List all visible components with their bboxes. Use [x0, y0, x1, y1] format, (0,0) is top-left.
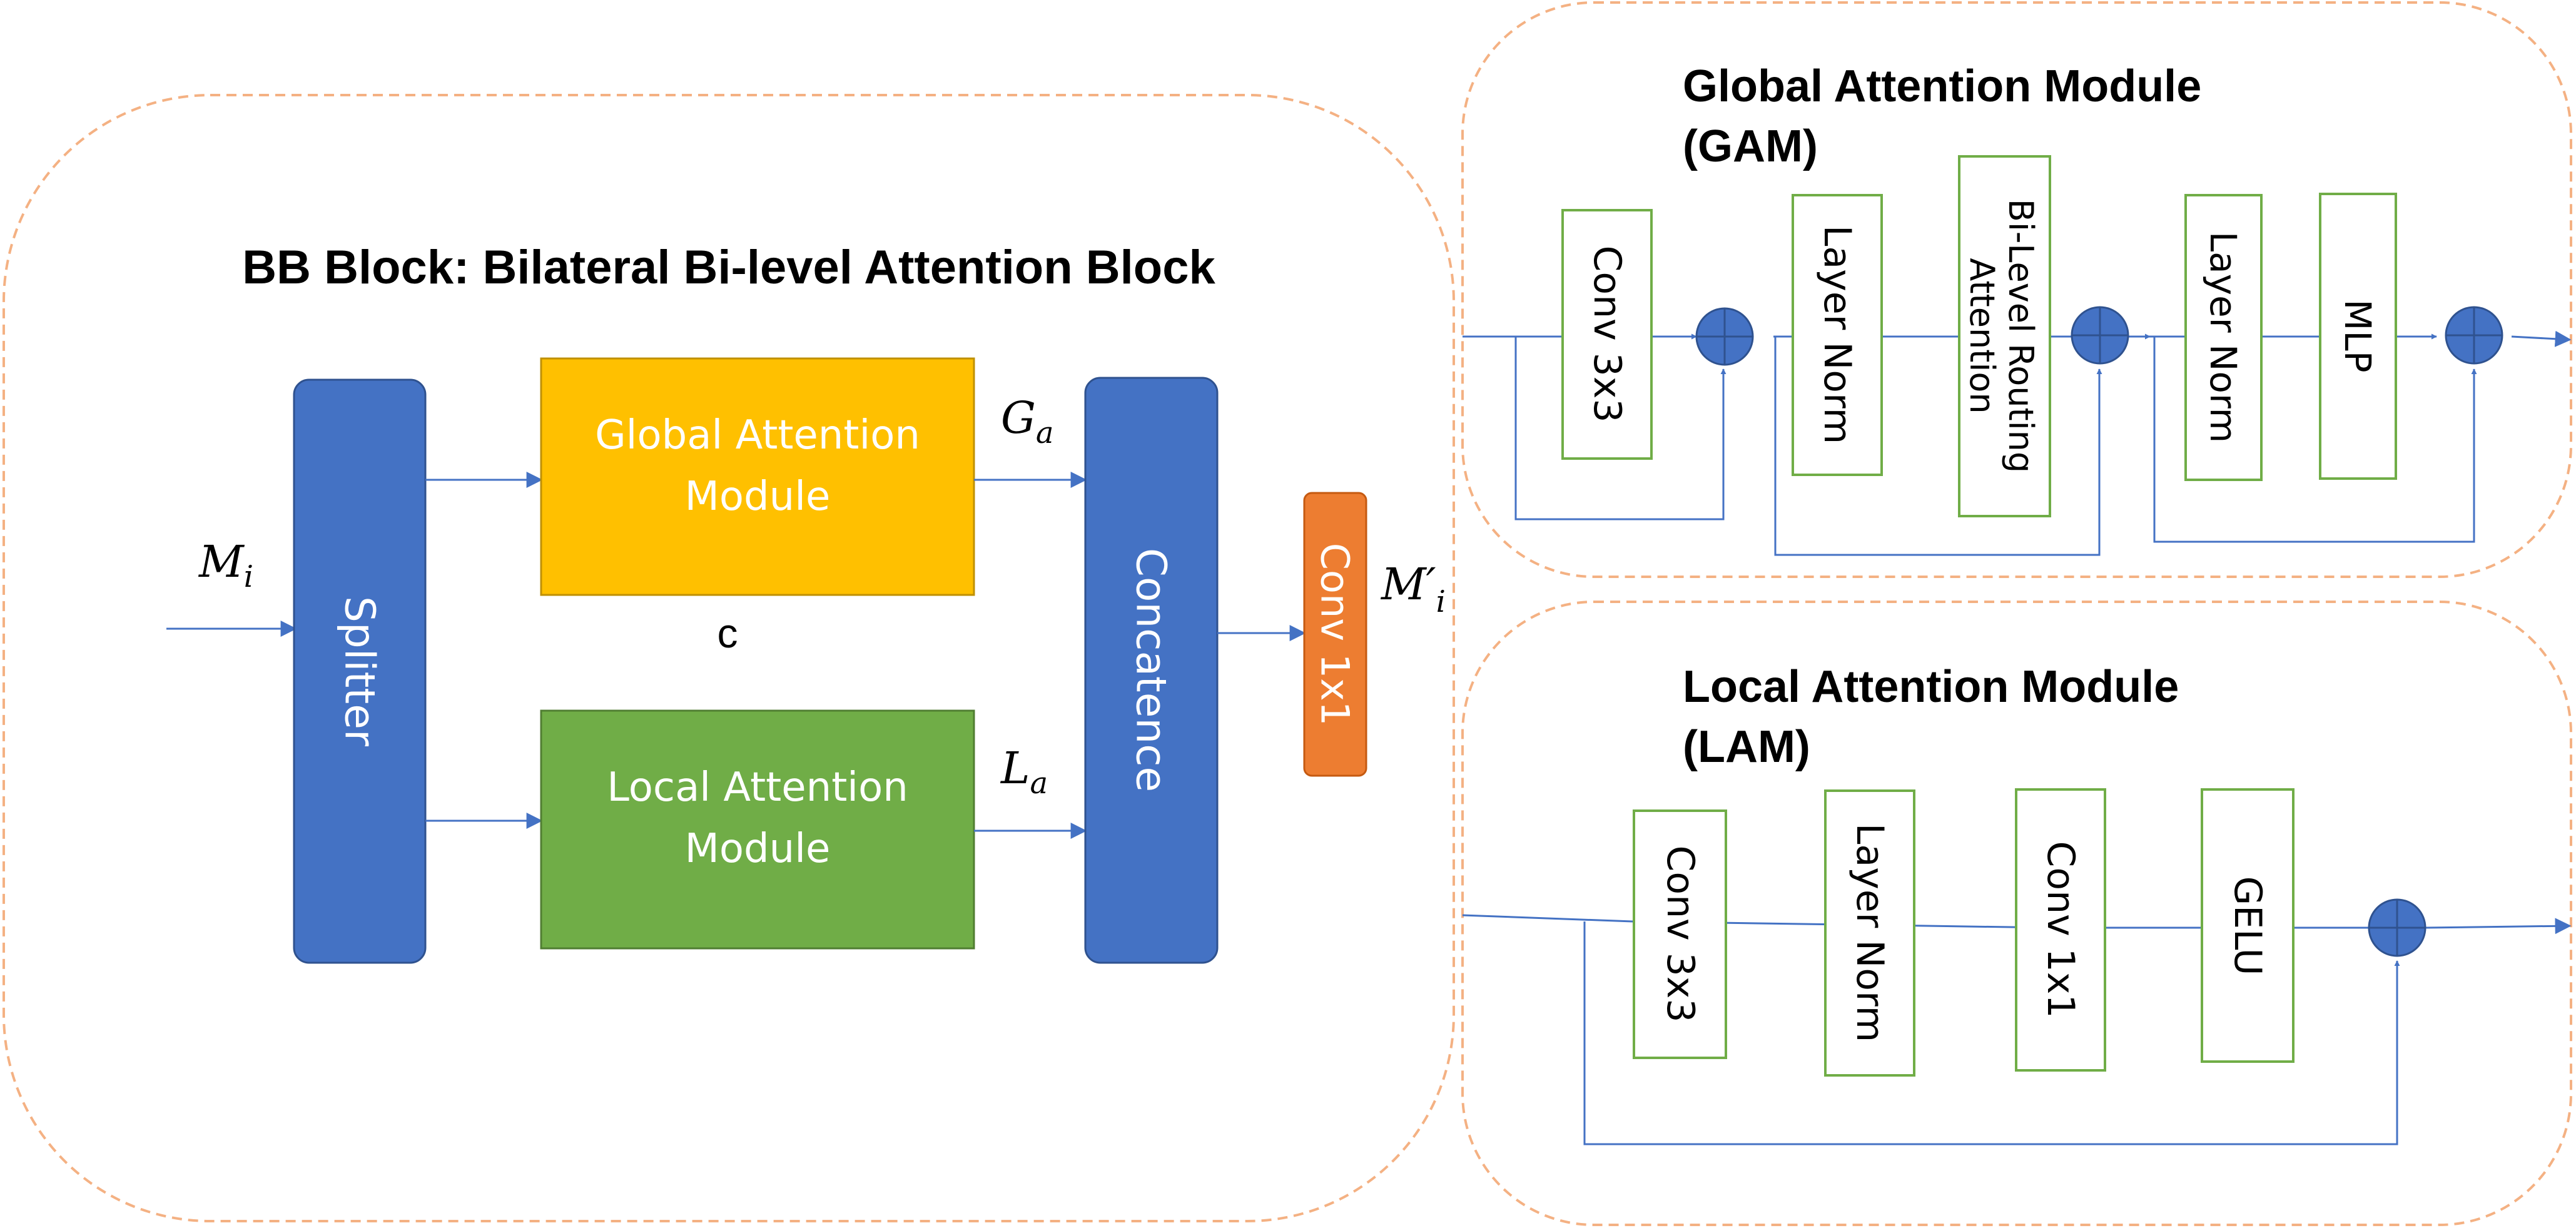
gam-container	[1461, 1, 2572, 578]
lam-conv3x3-label: Conv 3x3	[1658, 845, 1702, 1022]
lam-add-icon	[2368, 898, 2426, 957]
lam-layer-norm-label: Layer Norm	[1848, 823, 1892, 1042]
gam-title: Global Attention Module	[1683, 61, 2201, 111]
gam-skip-2	[1774, 337, 2102, 556]
global-attention-block	[540, 357, 975, 596]
output-label: M′i	[1380, 559, 1446, 619]
local-attention-label: Local Attention	[607, 764, 908, 811]
gam-title-abbr: (GAM)	[1683, 121, 1818, 171]
global-attention-label: Global Attention	[595, 412, 920, 459]
gam-output-arrow	[2511, 330, 2572, 347]
gam-mlp-label: MLP	[2336, 299, 2379, 372]
lam-layer-norm-box	[1824, 789, 1915, 1077]
local-attention-label-2: Module	[685, 826, 831, 872]
gam-layer-norm1-label: Layer Norm	[1815, 225, 1859, 444]
lam-title: Local Attention Module	[1683, 662, 2179, 712]
bb-block-title: BB Block: Bilateral Bi-level Attention B…	[242, 241, 1215, 294]
lam-gelu-label: GELU	[2226, 876, 2269, 976]
gam-add-icon-2	[2071, 306, 2129, 365]
lam-gelu-box	[2201, 788, 2295, 1063]
lam-conv1x1-box	[2015, 788, 2106, 1072]
lam-title-abbr: (LAM)	[1683, 722, 1810, 772]
la-label: La	[1000, 743, 1048, 801]
input-label: Mi	[198, 536, 253, 594]
lam-skip	[1583, 921, 2400, 1145]
gam-skip-3	[2153, 337, 2477, 543]
splitter-block	[293, 378, 427, 964]
gam-add-icon-1	[1695, 307, 1754, 366]
gam-layer-norm1-box	[1792, 194, 1883, 476]
bb-block-container	[3, 94, 1455, 1222]
concatence-label: Concatence	[1127, 548, 1175, 792]
local-attention-block	[540, 709, 975, 950]
lam-output-arrow	[2424, 918, 2572, 935]
conv1x1-block	[1303, 492, 1367, 777]
lam-conv1x1-label: Conv 1x1	[2039, 841, 2082, 1018]
gam-conv3x3-label: Conv 3x3	[1585, 245, 1629, 422]
gam-layer-norm2-box	[2184, 194, 2263, 481]
lam-container	[1461, 601, 2572, 1226]
gam-layer-norm2-label: Layer Norm	[2202, 231, 2244, 443]
conv1x1-label: Conv 1x1	[1312, 543, 1358, 726]
gam-mlp-box	[2319, 193, 2397, 480]
gam-add-icon-3	[2445, 306, 2503, 365]
gam-bra-box	[1958, 155, 2051, 517]
ga-label: Ga	[1001, 392, 1054, 450]
gam-bra-label: Bi-Level RoutingAttention	[1962, 199, 2041, 473]
c-label: c	[718, 610, 738, 656]
lam-conv3x3-box	[1633, 809, 1727, 1059]
splitter-label: Splitter	[336, 596, 384, 747]
concatence-block	[1084, 377, 1219, 964]
gam-conv3x3-box	[1561, 209, 1653, 460]
gam-skip-1	[1514, 337, 1727, 520]
global-attention-label-2: Module	[685, 474, 831, 520]
